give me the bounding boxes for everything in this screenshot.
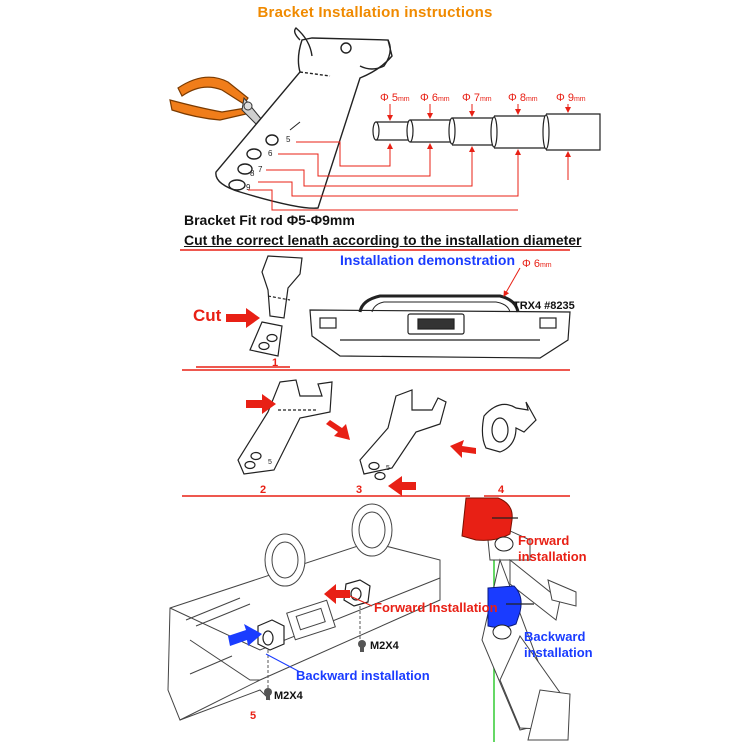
demo-title: Installation demonstration <box>340 252 516 268</box>
bumper-illustration <box>309 294 571 359</box>
step3-clamp <box>481 401 537 453</box>
diameter-label-6: Φ 6mm <box>420 92 450 104</box>
diameter-label-8: Φ 8mm <box>508 92 538 104</box>
screw-label-2: M2X4 <box>274 690 303 702</box>
svg-text:9: 9 <box>246 183 251 192</box>
step3-bracket: 5 <box>359 389 447 481</box>
bumper-assembly-illustration <box>167 503 441 721</box>
backward-installation-label: Backward installation <box>296 668 430 683</box>
caption-fit-rod: Bracket Fit rod Φ5-Φ9mm <box>184 212 355 228</box>
step-1-number: 1 <box>272 357 279 369</box>
cut-arrow <box>226 308 260 328</box>
title-part2: Installation instructions <box>318 4 493 21</box>
backward-arrow-icon <box>228 624 262 646</box>
arrow-icon <box>450 440 476 458</box>
bracket-strip: 5 6 7 8 9 <box>215 27 393 209</box>
svg-text:6: 6 <box>268 149 273 158</box>
diameter-label-9: Φ 9mm <box>556 92 586 104</box>
page-title: Bracket Installation instructions <box>0 4 750 21</box>
svg-text:5: 5 <box>268 459 272 466</box>
model-label: TRX4 #8235 <box>513 300 575 312</box>
step2-bracket: 5 <box>237 379 333 475</box>
rod-diameter-label: Φ 6mm <box>522 258 552 270</box>
screw-icon <box>358 640 366 652</box>
arrow-icon <box>326 420 350 440</box>
side-view-panel <box>461 497 577 742</box>
svg-text:5: 5 <box>386 465 390 472</box>
forward-installation-label: Forward Installation <box>374 600 498 615</box>
cut-bracket-illustration <box>249 255 303 357</box>
clamp-install-2 <box>343 579 371 607</box>
side-backward-label: Backward installation <box>524 629 593 660</box>
diameter-arrows <box>387 104 571 180</box>
side-forward-label: Forward installation <box>518 533 587 564</box>
stepped-rod <box>372 113 601 151</box>
title-part1: Bracket <box>257 4 314 21</box>
screw-icon <box>264 688 272 700</box>
forward-arrow-icon <box>324 584 350 604</box>
arrow-icon <box>246 394 276 414</box>
step-3-number: 3 <box>356 484 363 496</box>
step-2-number: 2 <box>260 484 267 496</box>
cut-label: Cut <box>193 306 222 325</box>
connector-lines <box>248 141 519 211</box>
svg-text:5: 5 <box>286 135 291 144</box>
svg-text:8: 8 <box>250 169 255 178</box>
arrow-icon <box>388 476 416 496</box>
svg-text:7: 7 <box>258 165 263 174</box>
clamp-install-1 <box>257 619 285 651</box>
diameter-label-5: Φ 5mm <box>380 92 410 104</box>
step-4-number: 4 <box>498 484 505 496</box>
diameter-label-7: Φ 7mm <box>462 92 492 104</box>
step-5-number: 5 <box>250 710 257 722</box>
screw-label-1: M2X4 <box>370 640 399 652</box>
caption-cut-length: Cut the correct lenath according to the … <box>184 232 582 248</box>
